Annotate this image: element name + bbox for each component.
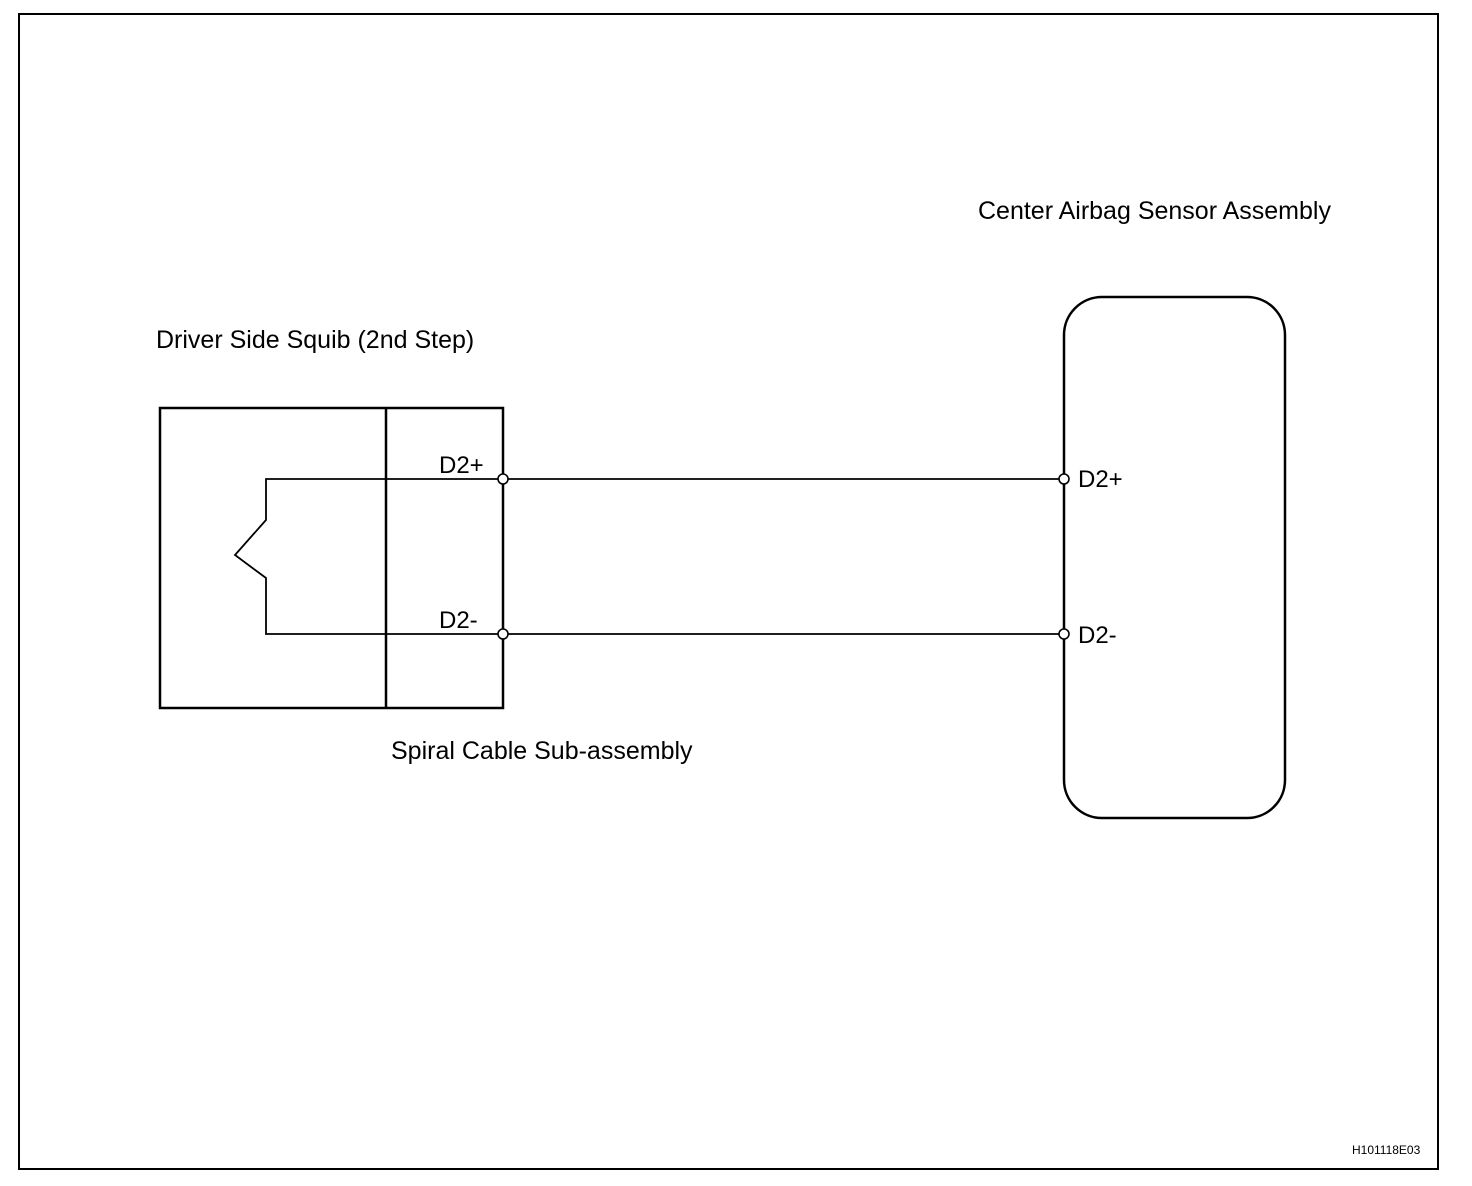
squib-connector-box: [158, 406, 505, 710]
airbag-sensor-box: [1062, 295, 1287, 820]
pin-label-sensor-plus: D2+: [1078, 466, 1123, 493]
terminal-sensor-minus: [1058, 628, 1070, 640]
terminal-sensor-plus: [1058, 473, 1070, 485]
squib-element: [233, 478, 503, 635]
terminal-squib-minus: [497, 628, 509, 640]
diagram-frame: [18, 13, 1439, 1170]
terminal-squib-plus: [497, 473, 509, 485]
pin-label-squib-minus: D2-: [439, 607, 478, 634]
pin-label-squib-plus: D2+: [439, 452, 484, 479]
figure-code: H101118E03: [1352, 1143, 1421, 1157]
driver-squib-label: Driver Side Squib (2nd Step): [156, 326, 475, 354]
spiral-cable-label: Spiral Cable Sub-assembly: [391, 737, 693, 765]
airbag-sensor-label: Center Airbag Sensor Assembly: [978, 197, 1331, 225]
pin-label-sensor-minus: D2-: [1078, 622, 1117, 649]
